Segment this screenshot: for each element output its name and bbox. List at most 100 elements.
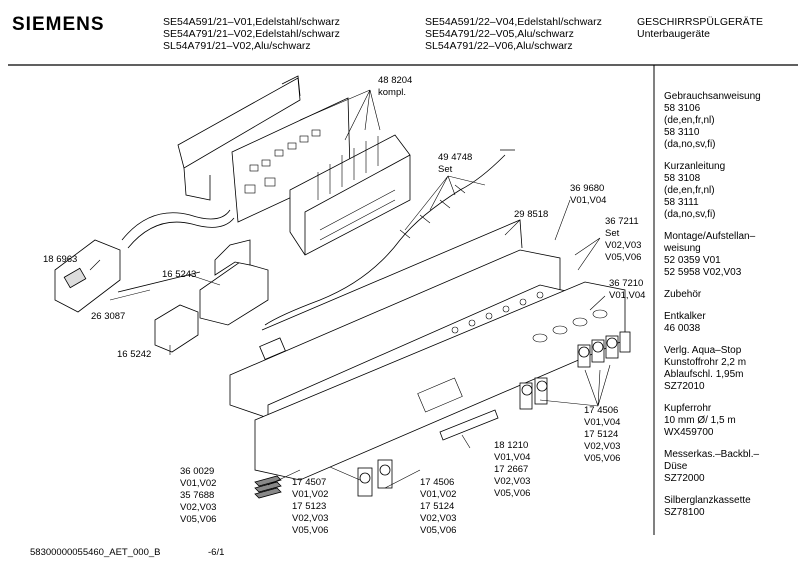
page-number: -6/1 [208, 547, 225, 558]
label-line: Set [438, 164, 453, 175]
sidebar-group-title: Gebrauchsanweisung [664, 91, 761, 102]
sidebar-group-title: Entkalker [664, 311, 706, 322]
sidebar-item: Ablaufschl. 1,95m [664, 369, 744, 380]
label-line: 36 9680 [570, 183, 605, 194]
label-line: V05,V06 [494, 488, 531, 499]
sidebar-item: 58 3111 [664, 197, 699, 208]
label-line: SE54A791/21–V02,Edelstahl/schwarz [163, 28, 340, 40]
knob-set-right [577, 331, 631, 368]
label-line: SE54A591/21–V01,Edelstahl/schwarz [163, 16, 340, 28]
label-line: 17 5124 [420, 501, 455, 512]
sidebar-item: 52 5958 V02,V03 [664, 267, 742, 278]
label-line: 36 7211 [605, 216, 639, 227]
sidebar-group-title: Messerkas.–Backbl.– [664, 449, 760, 460]
label-line: kompl. [378, 87, 406, 98]
label-line: 29 8518 [514, 209, 549, 220]
sidebar-item: 52 0359 V01 [664, 255, 721, 266]
group-gap [664, 279, 798, 289]
label-line: 36 0029 [180, 466, 215, 477]
label-line: 49 4748 [438, 152, 473, 163]
knob-pair-bottom [357, 459, 393, 497]
part-label-186963: 18 6963 [43, 254, 77, 266]
sidebar-item: 10 mm Ø/ 1,5 m [664, 415, 736, 426]
part-label-298518: 29 8518 [514, 209, 548, 221]
brand-logo: SIEMENS [12, 14, 105, 35]
group-gap [664, 393, 798, 403]
label-line: 18 6963 [43, 254, 78, 265]
label-line: V02,V03 [420, 513, 457, 524]
group-gap [664, 221, 798, 231]
sidebar-item: Kunstoffrohr 2,2 m [664, 357, 747, 368]
label-line: V05,V06 [292, 525, 329, 536]
label-line: 17 2667 [494, 464, 529, 475]
sidebar-group-title: Kurzanleitung [664, 161, 726, 172]
label-line: 17 5124 [584, 429, 619, 440]
board-components [244, 129, 321, 194]
sidebar-item: SZ72010 [664, 381, 705, 392]
button-strip [439, 409, 499, 441]
sidebar-item: weisung [664, 243, 701, 254]
sidebar-item: WX459700 [664, 427, 714, 438]
wiring-harness [264, 149, 515, 326]
label-line: V05,V06 [180, 514, 217, 525]
label-line: 48 8204 [378, 75, 413, 86]
sidebar-item: (da,no,sv,fi) [664, 139, 716, 150]
sidebar-item: (de,en,fr,nl) [664, 115, 715, 126]
label-line: 17 4506 [420, 477, 455, 488]
connector-block [289, 134, 411, 256]
sidebar-item: Düse [664, 461, 688, 472]
label-line: V02,V03 [584, 441, 621, 452]
label-line: Set [605, 228, 620, 239]
label-line: 17 4507 [292, 477, 327, 488]
label-line: 16 5242 [117, 349, 152, 360]
document-number: 58300000055460_AET_000_B [30, 547, 161, 558]
leader-lines [89, 89, 611, 489]
sidebar-group-title: Montage/Aufstellan– [664, 231, 756, 242]
group-gap [664, 151, 798, 161]
display-module [54, 239, 121, 313]
label-line: SE54A591/22–V04,Edelstahl/schwarz [425, 16, 602, 28]
sidebar-item: (de,en,fr,nl) [664, 185, 715, 196]
label-line: V01,V02 [180, 478, 217, 489]
sidebar-item: 58 3106 [664, 103, 701, 114]
label-line: V01,V04 [570, 195, 607, 206]
label-line: 26 3087 [91, 311, 126, 322]
door-switch [154, 304, 199, 353]
sidebar-group-title: Silberglanzkassette [664, 495, 751, 506]
label-line: V02,V03 [494, 476, 531, 487]
part-label-165242: 16 5242 [117, 349, 151, 361]
ribbon-cable [121, 209, 235, 249]
label-line: V05,V06 [420, 525, 457, 536]
label-line: Unterbaugeräte [637, 28, 710, 40]
label-line: V01,V04 [609, 290, 646, 301]
label-line: V01,V02 [292, 489, 329, 500]
wire-263087 [117, 271, 201, 293]
label-line: 36 7210 [609, 278, 644, 289]
label-line: 17 5123 [292, 501, 327, 512]
fascia-buttons [417, 291, 608, 413]
label-line: V01,V04 [494, 452, 531, 463]
group-gap [664, 335, 798, 345]
sidebar-item: 46 0038 [664, 323, 701, 334]
label-line: V01,V04 [584, 417, 621, 428]
label-line: 16 5243 [162, 269, 197, 280]
group-gap [664, 485, 798, 495]
group-gap [664, 439, 798, 449]
label-line: V02,V03 [605, 240, 642, 251]
sidebar-group-title: Kupferrohr [664, 403, 712, 414]
support-rail [177, 77, 301, 169]
label-line: V05,V06 [605, 252, 642, 263]
